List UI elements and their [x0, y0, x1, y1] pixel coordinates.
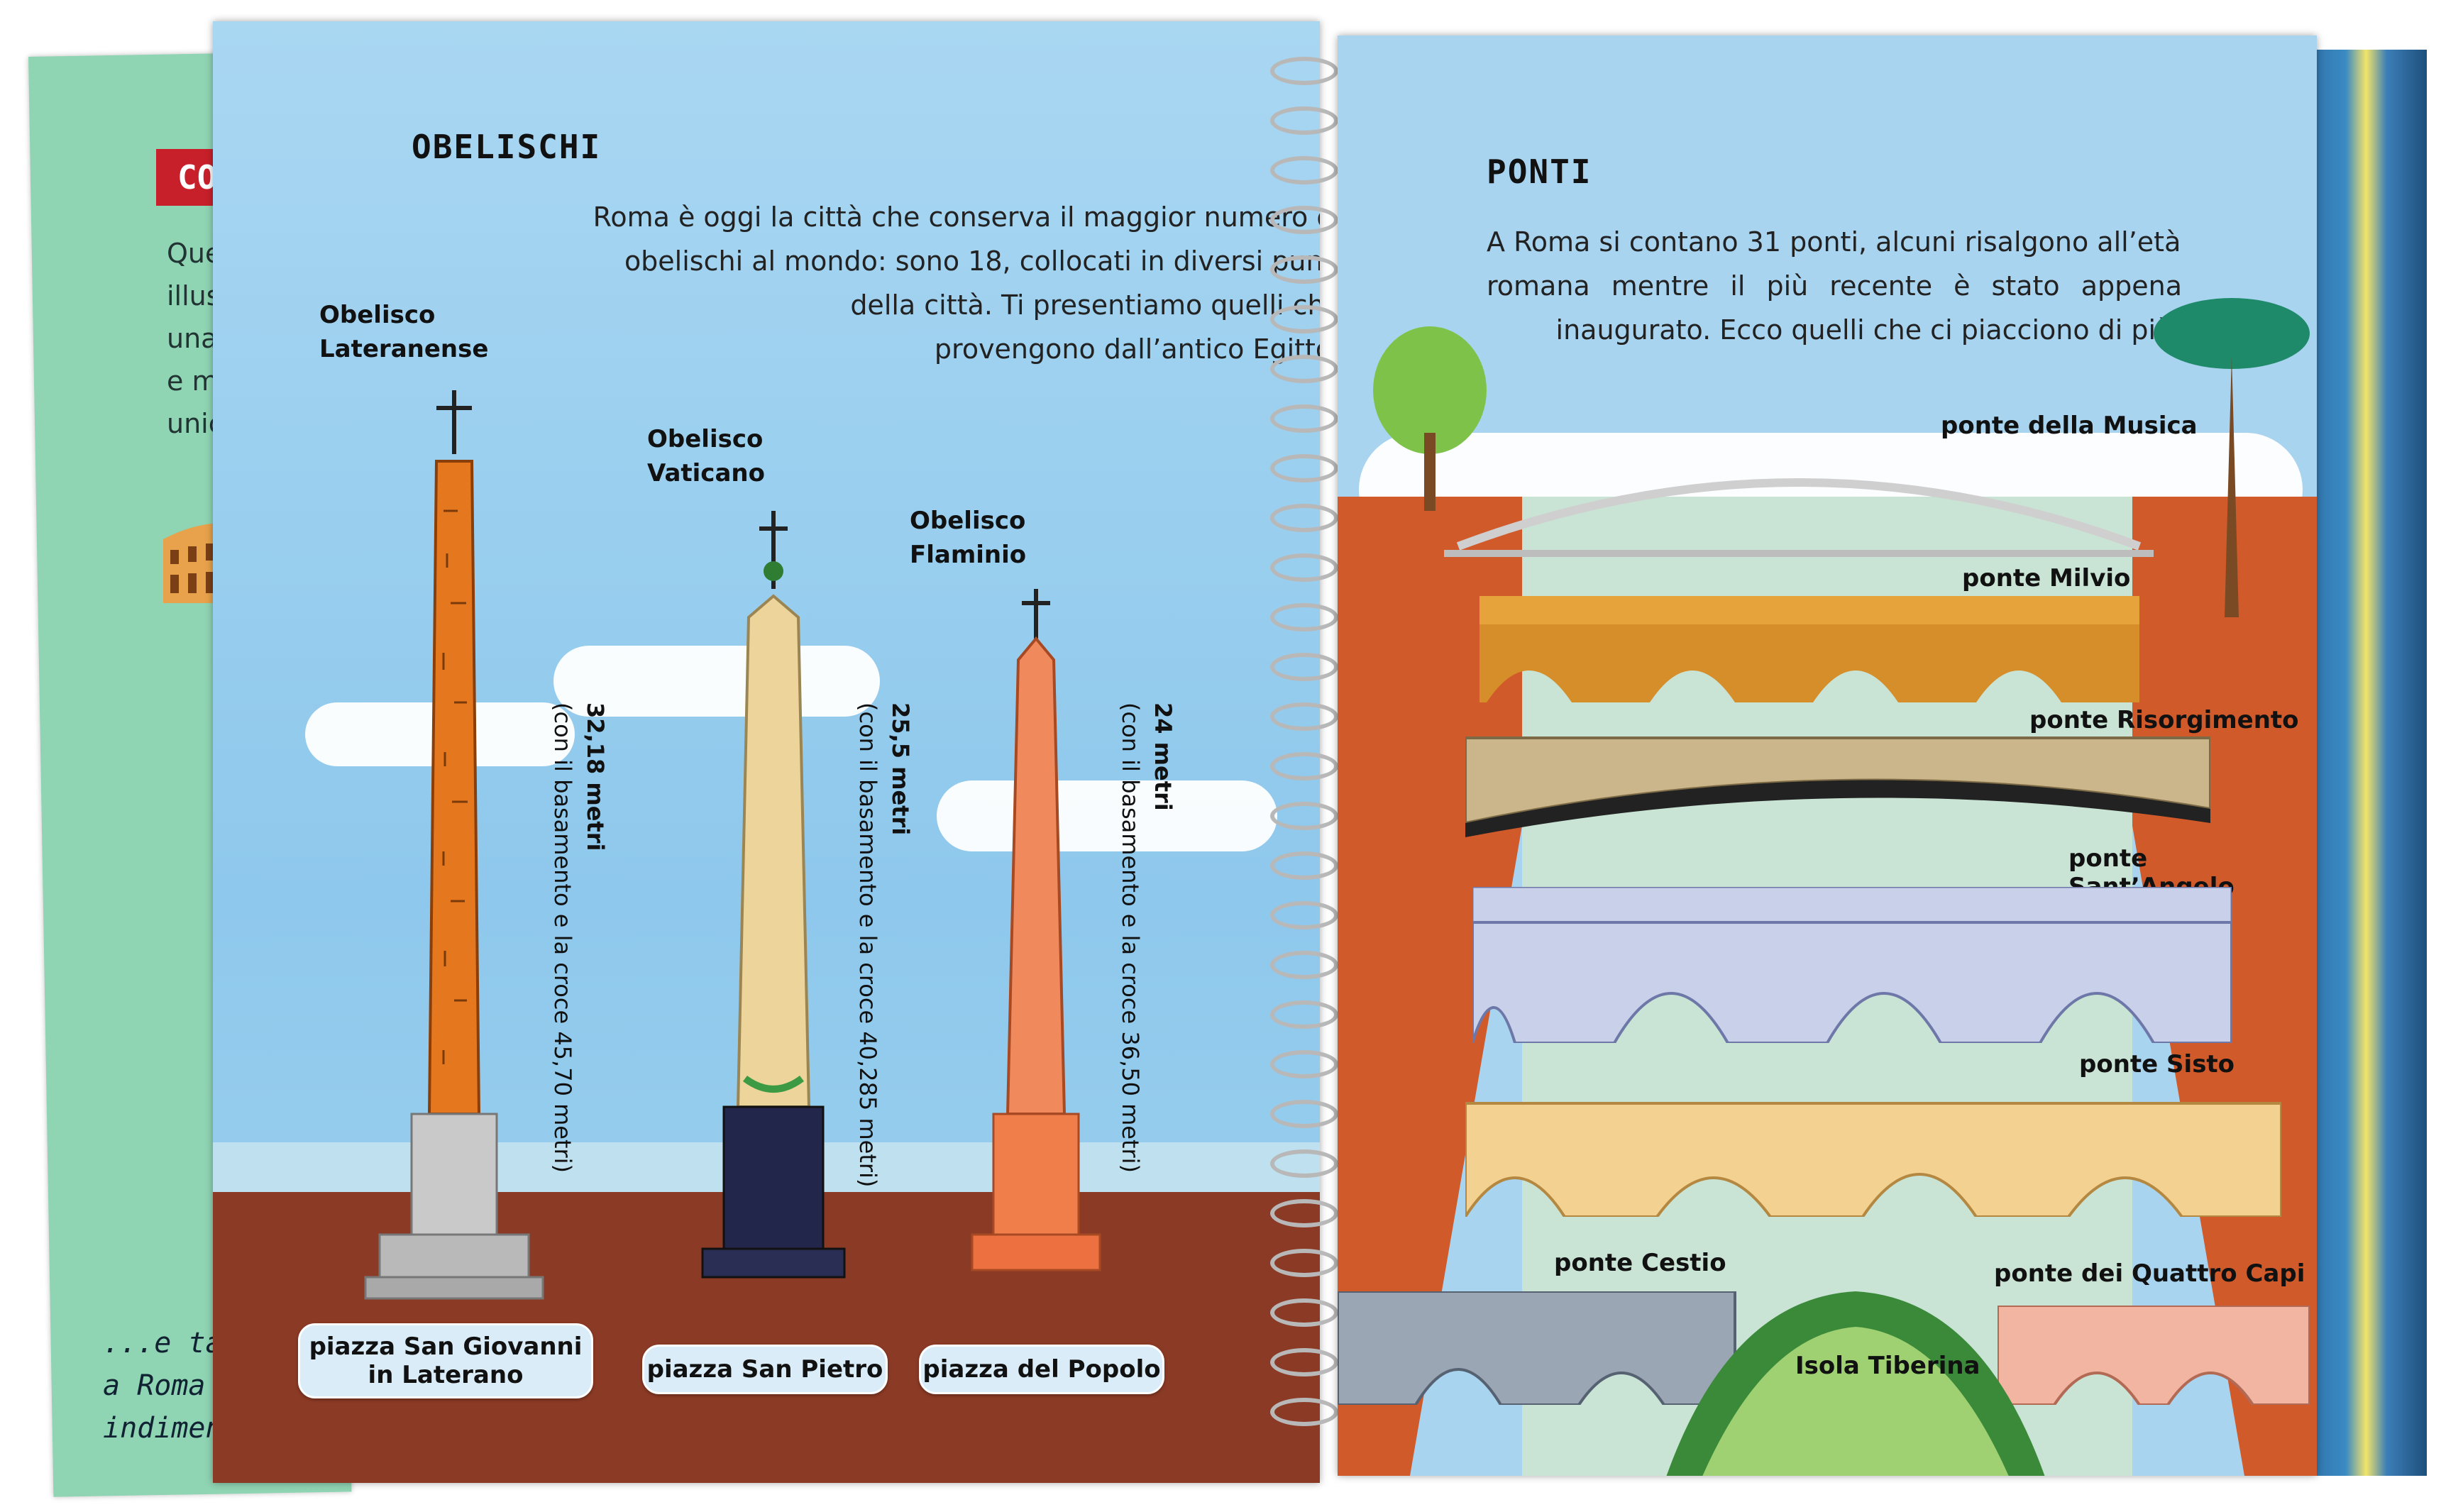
bridge-label-sisto: ponte Sisto	[2079, 1050, 2235, 1078]
bridge-label-musica: ponte della Musica	[1941, 412, 2198, 440]
spiral-ring	[1270, 454, 1338, 482]
spiral-ring	[1270, 57, 1338, 85]
ponte-sant-angelo-illustration	[1472, 887, 2232, 1043]
ponti-intro-line: romana mentre il più recente è stato app…	[1487, 270, 2182, 302]
ponti-title: PONTI	[1487, 153, 1592, 191]
bridge-label-risorgimento: ponte Risorgimento	[2029, 706, 2299, 734]
spiral-ring	[1270, 156, 1338, 184]
obelisk-name-flaminio: Obelisco Flaminio	[910, 507, 1027, 569]
spiral-ring	[1270, 504, 1338, 532]
spiral-ring	[1270, 553, 1338, 582]
spiral-ring	[1270, 1298, 1338, 1327]
obelischi-intro-line: obelischi al mondo: sono 18, collocati i…	[624, 245, 1320, 277]
ponte-sisto-illustration	[1465, 1102, 2281, 1217]
ponte-cestio-illustration	[1338, 1291, 1736, 1405]
bridge-label-quattro-capi: ponte dei Quattro Capi	[1994, 1259, 2305, 1288]
ponte-della-musica-illustration	[1444, 478, 2154, 557]
ponte-milvio-illustration	[1480, 596, 2139, 702]
spiral-ring	[1270, 851, 1338, 880]
obelisk-vaticano-illustration	[701, 511, 846, 1279]
back-page-bottom-line: a Roma	[103, 1369, 206, 1402]
spiral-ring	[1270, 206, 1338, 234]
ponte-risorgimento-illustration	[1465, 736, 2210, 837]
obelisk-height-lateranense: 32,18 metri (con il basamento e la croce…	[549, 702, 609, 1174]
obelischi-intro-line: Roma è oggi la città che conserva il mag…	[593, 202, 1320, 233]
spiral-ring	[1270, 305, 1338, 333]
bridge-label-milvio: ponte Milvio	[1962, 564, 2131, 592]
spiral-ring	[1270, 1249, 1338, 1277]
ponti-intro-line: inaugurato. Ecco quelli che ci piacciono…	[1555, 314, 2182, 346]
spiral-ring	[1270, 802, 1338, 830]
pine-tree-illustration	[2154, 298, 2310, 617]
obelischi-intro-line: della città. Ti presentiamo quelli che	[850, 289, 1320, 321]
isola-tiberina-label: Isola Tiberina	[1795, 1352, 1980, 1380]
spiral-ring	[1270, 1100, 1338, 1128]
obelisk-lateranense-illustration	[364, 390, 544, 1300]
tree-illustration	[1373, 326, 1487, 511]
location-label-san-giovanni: piazza San Giovanni in Laterano	[298, 1323, 593, 1398]
obelisk-height-flaminio: 24 metri (con il basamento e la croce 36…	[1117, 702, 1177, 1174]
obelisk-flaminio-illustration	[971, 589, 1101, 1271]
cloud	[937, 780, 1277, 851]
spiral-ring	[1270, 901, 1338, 929]
spiral-ring	[1270, 702, 1338, 731]
location-label-popolo: piazza del Popolo	[919, 1345, 1164, 1394]
spiral-ring	[1270, 603, 1338, 631]
right-page: PONTI A Roma si contano 31 ponti, alcuni…	[1338, 35, 2317, 1476]
bridge-label-cestio: ponte Cestio	[1554, 1249, 1726, 1277]
spiral-ring	[1270, 653, 1338, 681]
spiral-ring	[1270, 1199, 1338, 1227]
spiral-ring	[1270, 752, 1338, 780]
spiral-ring	[1270, 1050, 1338, 1078]
spiral-ring	[1270, 1149, 1338, 1178]
spiral-binding	[1270, 28, 1341, 1476]
obelischi-intro-line: provengono dall’antico Egitto:	[934, 333, 1320, 365]
obelisk-name-lateranense: Obelisco Lateranense	[319, 301, 489, 363]
spiral-ring	[1270, 1398, 1338, 1426]
left-page: OBELISCHI Roma è oggi la città che conse…	[213, 21, 1320, 1483]
ponte-quattro-capi-illustration	[1998, 1306, 2310, 1405]
spiral-ring	[1270, 404, 1338, 433]
obelisk-height-vaticano: 25,5 metri (con il basamento e la croce …	[854, 702, 914, 1188]
obelisk-name-vaticano: Obelisco Vaticano	[647, 425, 765, 487]
obelischi-title: OBELISCHI	[412, 128, 602, 166]
cloud	[553, 646, 880, 717]
location-label-san-pietro: piazza San Pietro	[642, 1345, 888, 1394]
spiral-ring	[1270, 1000, 1338, 1029]
spiral-ring	[1270, 106, 1338, 135]
spiral-ring	[1270, 1348, 1338, 1376]
spiral-ring	[1270, 951, 1338, 979]
spiral-ring	[1270, 255, 1338, 284]
back-page-bottom-line: indimen	[103, 1412, 223, 1445]
ponti-intro-line: A Roma si contano 31 ponti, alcuni risal…	[1487, 226, 2181, 258]
isola-tiberina-illustration	[1666, 1291, 2045, 1476]
spiral-ring	[1270, 355, 1338, 383]
